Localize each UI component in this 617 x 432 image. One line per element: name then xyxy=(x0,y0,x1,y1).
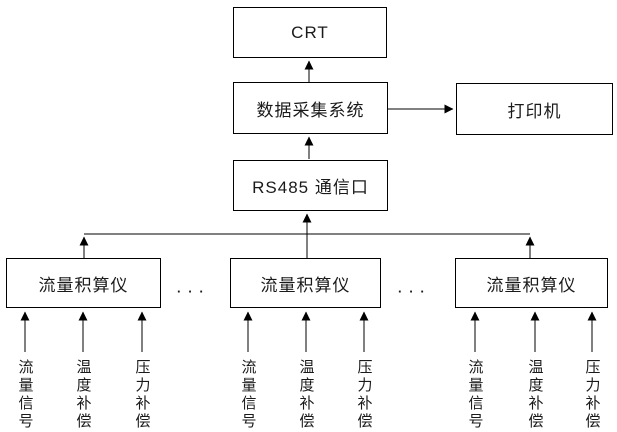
ellipsis-separator-1: . . . xyxy=(176,280,206,296)
input-label-temp-compensation-3: 温度补偿 xyxy=(526,359,544,431)
node-flow-totalizer-3: 流量积算仪 xyxy=(455,258,608,308)
ellipsis-separator-2: . . . xyxy=(397,280,427,296)
input-label-flow-signal-1: 流量信号 xyxy=(16,359,34,431)
input-label-flow-signal-3: 流量信号 xyxy=(466,359,484,431)
node-printer: 打印机 xyxy=(456,83,613,135)
node-data-acquisition-system-label: 数据采集系统 xyxy=(256,100,365,120)
node-rs485-port: RS485 通信口 xyxy=(233,160,388,211)
node-crt-label: CRT xyxy=(291,22,329,42)
input-label-temp-compensation-2: 温度补偿 xyxy=(297,359,315,431)
input-label-pressure-compensation-2: 压力补偿 xyxy=(355,359,373,431)
input-label-flow-signal-2: 流量信号 xyxy=(239,359,257,431)
node-flow-totalizer-2-label: 流量积算仪 xyxy=(260,275,351,295)
node-flow-totalizer-1: 流量积算仪 xyxy=(6,258,161,308)
node-crt: CRT xyxy=(233,7,387,58)
input-label-temp-compensation-1: 温度补偿 xyxy=(74,359,92,431)
node-printer-label: 打印机 xyxy=(507,101,562,121)
node-flow-totalizer-1-label: 流量积算仪 xyxy=(38,275,129,295)
node-data-acquisition-system: 数据采集系统 xyxy=(233,82,388,134)
node-rs485-port-label: RS485 通信口 xyxy=(252,178,369,197)
node-flow-totalizer-3-label: 流量积算仪 xyxy=(486,275,577,295)
node-flow-totalizer-2: 流量积算仪 xyxy=(230,258,381,308)
input-label-pressure-compensation-1: 压力补偿 xyxy=(133,359,151,431)
input-label-pressure-compensation-3: 压力补偿 xyxy=(583,359,601,431)
